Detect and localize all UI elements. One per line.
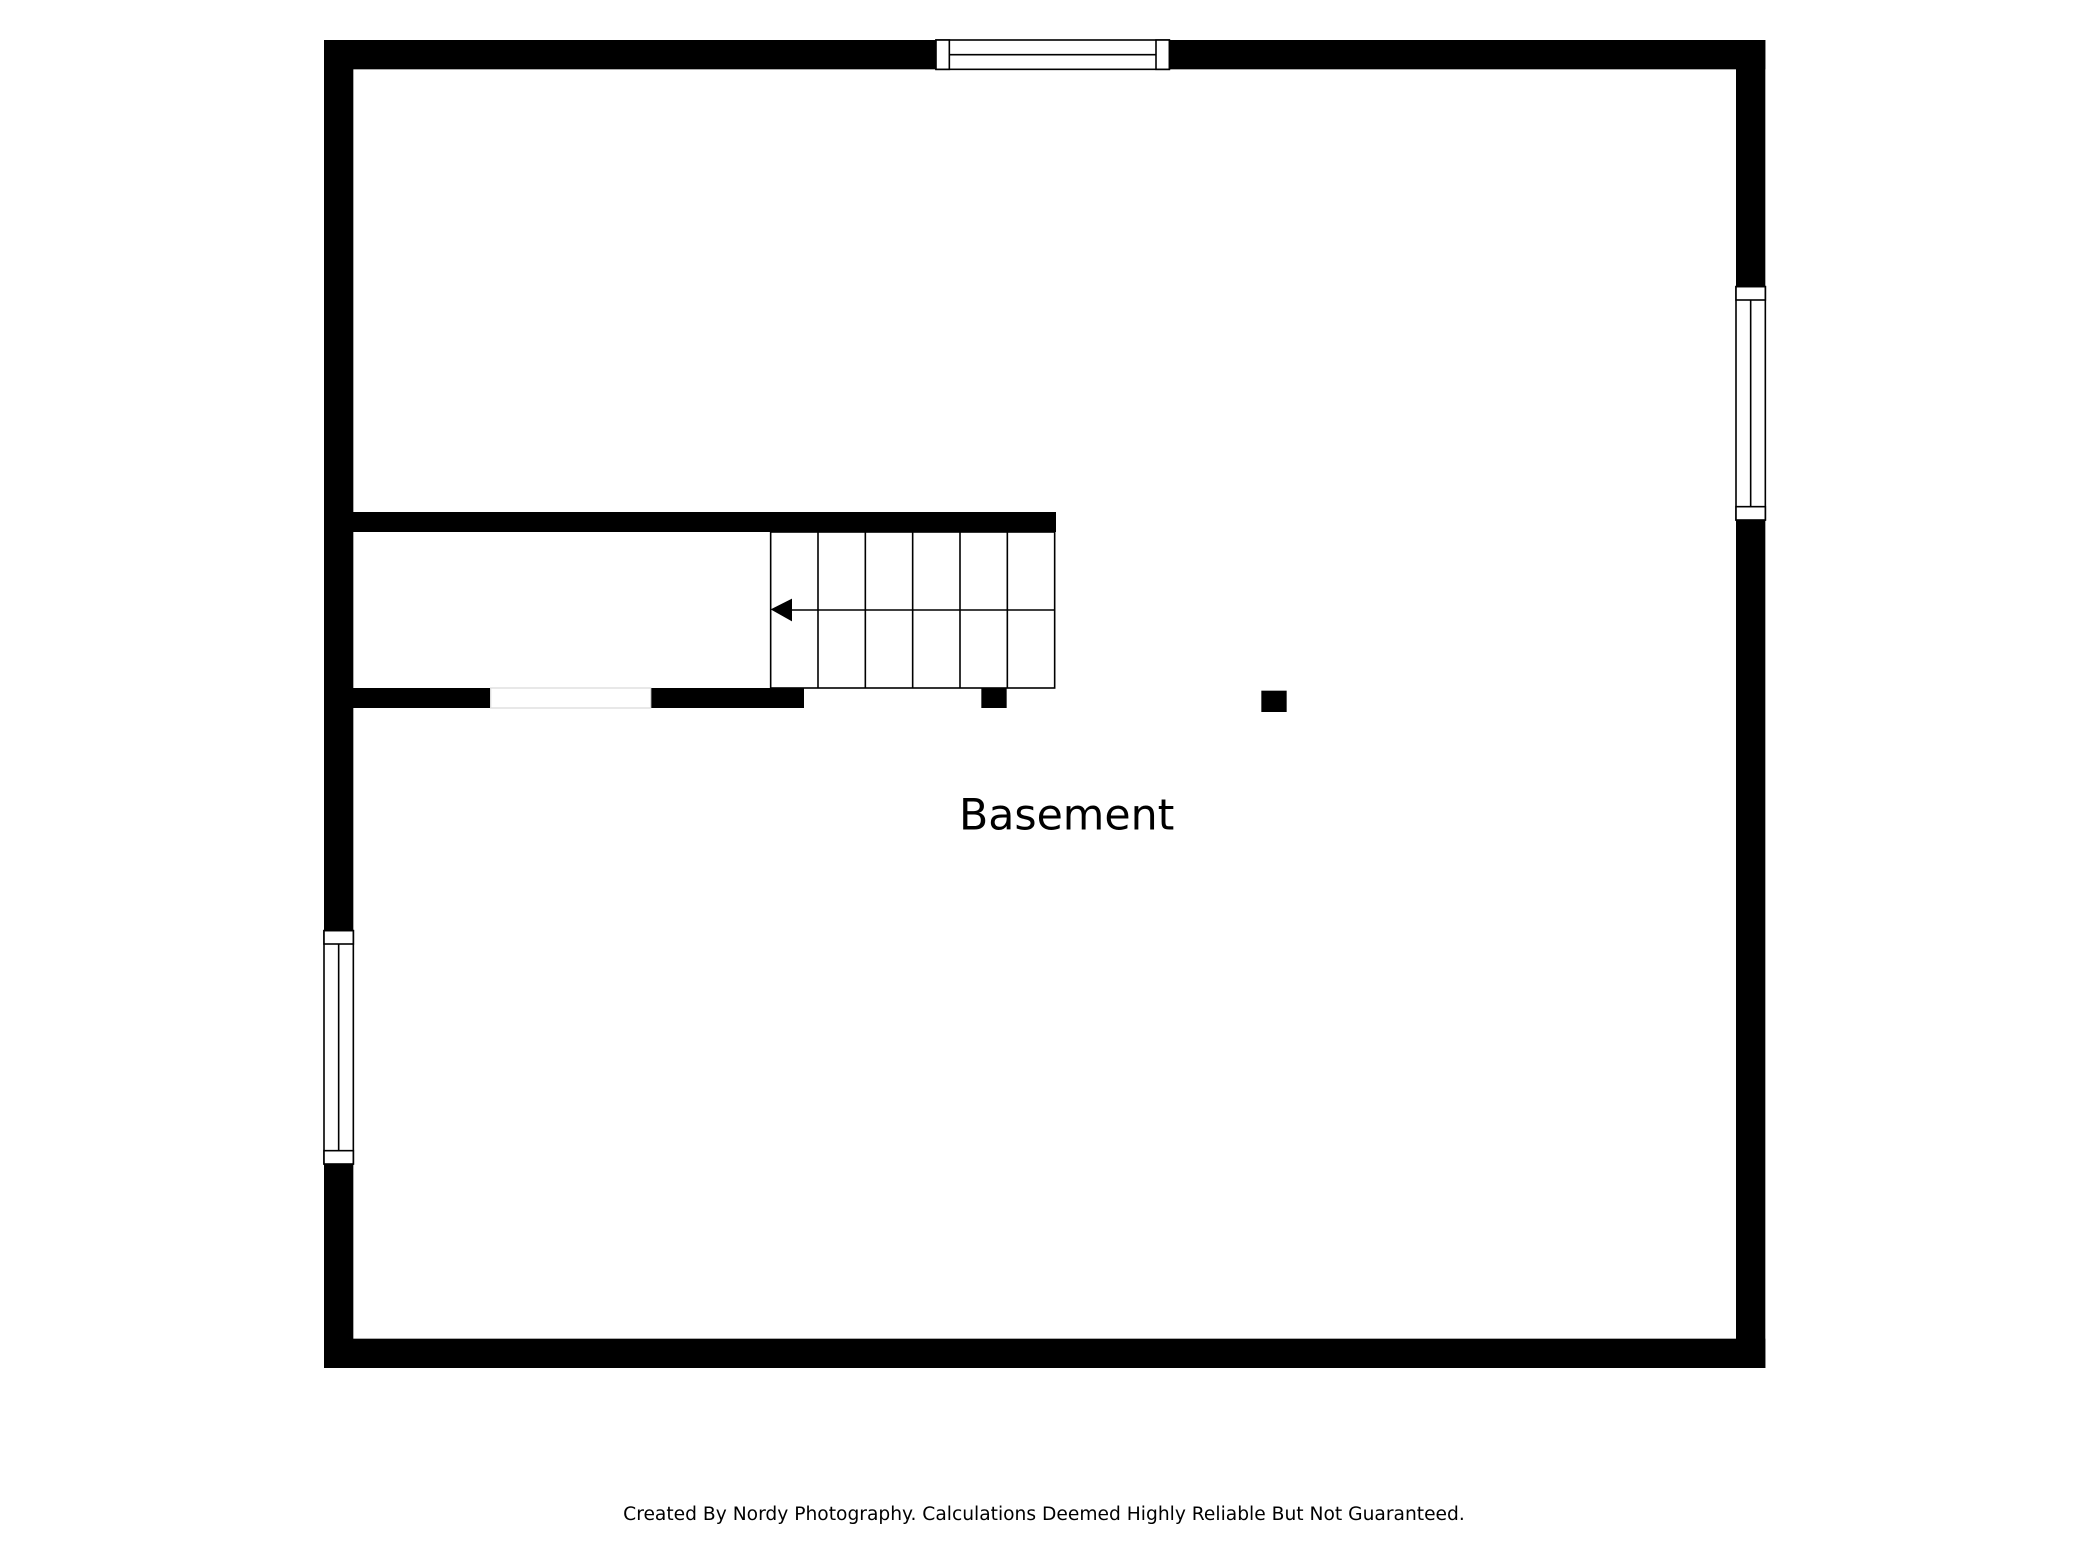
stair-wall-lower-right [650, 688, 804, 708]
window-right [1735, 285, 1767, 521]
interior-walls [324, 512, 1056, 708]
wall-bottom [324, 1338, 1766, 1368]
support-post [1261, 690, 1287, 712]
wall-right [1736, 40, 1766, 1368]
stair-wall-upper [324, 512, 1056, 532]
room-label-basement: Basement [959, 790, 1174, 840]
window-top [935, 39, 1171, 71]
footer-credit: Created By Nordy Photography. Calculatio… [623, 1504, 1465, 1525]
doorway-opening [489, 687, 652, 709]
stairs [769, 531, 1056, 689]
stair-direction-arrow-icon [770, 598, 792, 622]
window-left [323, 929, 355, 1165]
support-post [981, 688, 1007, 708]
stair-wall-lower-left [324, 688, 491, 708]
